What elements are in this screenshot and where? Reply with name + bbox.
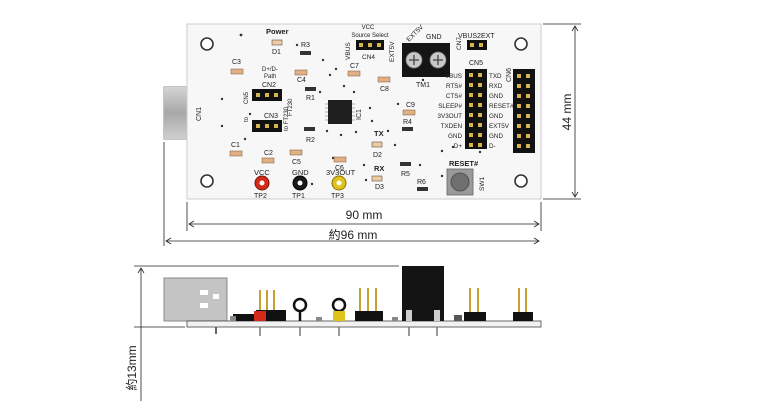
- label-c2: C2: [264, 150, 273, 157]
- pcb-top: [186, 23, 542, 200]
- label-ft230: FT230: [288, 98, 294, 116]
- label-rx: RX: [374, 164, 384, 173]
- side-view: 約13mm: [124, 265, 542, 401]
- label-cn3: CN3: [264, 113, 278, 120]
- label-cn2: CN2: [262, 82, 276, 89]
- cn5-left-pin: VBUS: [445, 73, 462, 80]
- label-power: Power: [266, 27, 289, 36]
- label-cn6: CN6: [506, 68, 513, 82]
- dimension-height-13: [134, 265, 399, 401]
- label-c4: C4: [297, 77, 306, 84]
- side-smd: [230, 316, 398, 321]
- label-d3: D3: [375, 184, 384, 191]
- label-c3: C3: [232, 59, 241, 66]
- label-vcc-source-2: Source Select: [351, 33, 389, 39]
- side-tm1: [402, 266, 444, 336]
- dimension-width-90: [186, 202, 542, 231]
- label-vbus: VBUS: [345, 42, 352, 60]
- cn5-right-pin: RXD: [489, 83, 503, 90]
- label-r4: R4: [403, 119, 412, 126]
- cn5-right-pin: TXD: [489, 73, 502, 80]
- label-c5: C5: [292, 159, 301, 166]
- label-cn1: CN1: [196, 107, 203, 121]
- cn5-left-pin: GND: [448, 133, 462, 140]
- label-cn5-side: CN5: [244, 91, 250, 104]
- label-3v3out-tp: 3V3OUT: [326, 168, 356, 177]
- side-cn6: [513, 288, 533, 321]
- side-cn7: [454, 288, 486, 321]
- cn5-left-pin: 3V3OUT: [438, 113, 463, 120]
- side-pcb: [186, 320, 542, 328]
- cn5-pin-labels: VBUS RTS# CTS# SLEEP# 3V3OUT TXDEN GND D…: [438, 73, 514, 150]
- dimension-height-44: [543, 23, 581, 200]
- label-gnd-top: GND: [426, 34, 442, 41]
- cn5-right-pin: GND: [489, 133, 503, 140]
- cn5-left-pin: D+: [454, 143, 463, 150]
- label-tp1: TP1: [292, 193, 305, 200]
- dimension-height-13-label: 約13mm: [124, 345, 139, 390]
- label-c6: C6: [335, 165, 344, 172]
- cn5-left-pin: SLEEP#: [438, 103, 462, 110]
- side-cn4: [355, 288, 383, 321]
- label-c9: C9: [406, 102, 415, 109]
- label-c1: C1: [231, 142, 240, 149]
- cn5-right-pin: EXT5V: [489, 123, 510, 130]
- label-r6: R6: [417, 179, 426, 186]
- top-view: Power D1 R3 VCC Source Select VBUS CN4 E…: [163, 23, 581, 246]
- label-c8: C8: [380, 86, 389, 93]
- dimension-width-96: [163, 142, 540, 246]
- label-vcc-tp: VCC: [254, 168, 270, 177]
- sw1-reset-button: [446, 168, 474, 196]
- label-sw1: SW1: [479, 177, 486, 191]
- dimension-height-44-label: 44 mm: [560, 94, 574, 131]
- cn5-right-pin: GND: [489, 93, 503, 100]
- label-r5: R5: [401, 171, 410, 178]
- label-d1: D1: [272, 49, 281, 56]
- cn6-header: [513, 69, 535, 153]
- cn5-left-pin: CTS#: [446, 93, 463, 100]
- label-cn4: CN4: [362, 54, 375, 61]
- label-tm1: TM1: [416, 82, 430, 89]
- smd-components: [229, 39, 428, 191]
- label-dp-dm-path-1: D+/D-: [262, 67, 278, 73]
- cn5-right-pin: GND: [489, 113, 503, 120]
- label-r1: R1: [306, 95, 315, 102]
- label-tx: TX: [374, 129, 384, 138]
- cn5-left-pin: TXDEN: [441, 123, 463, 130]
- label-cn7: CN7: [456, 37, 463, 50]
- mounting-holes: [200, 37, 528, 188]
- label-tp3: TP3: [331, 193, 344, 200]
- label-reset: RESET#: [449, 159, 479, 168]
- dimension-width-90-label: 90 mm: [346, 208, 383, 222]
- label-cn5: CN5: [469, 60, 483, 67]
- side-tp3: [331, 297, 347, 336]
- side-tp1: [292, 297, 308, 336]
- label-vcc-source-1: VCC: [362, 25, 375, 31]
- label-vbus2ext: VBUS2EXT: [458, 33, 495, 40]
- label-to-side: to: [244, 116, 250, 122]
- label-ic1: IC1: [356, 109, 363, 120]
- ic1-chip: [328, 100, 352, 124]
- label-c7: C7: [350, 63, 359, 70]
- label-to-ft230: to FT230: [284, 106, 290, 131]
- side-tp2: [254, 311, 266, 336]
- test-points: [254, 175, 347, 191]
- vias: [220, 33, 482, 186]
- cn5-left-pin: RTS#: [446, 83, 462, 90]
- label-tp2: TP2: [254, 193, 267, 200]
- label-r2: R2: [306, 137, 315, 144]
- label-d2: D2: [373, 152, 382, 159]
- cn7-header: [467, 40, 487, 50]
- cn5-header: [465, 69, 487, 149]
- cn5-right-pin: D-: [489, 143, 496, 150]
- label-dp-dm-path-2: Path: [264, 74, 276, 80]
- label-ext5v-side: EXT5V: [389, 41, 396, 62]
- cn5-right-pin: RESET#: [489, 103, 514, 110]
- dimension-width-96-label: 約96 mm: [329, 227, 378, 242]
- side-usb-connector: [163, 277, 228, 322]
- label-r3: R3: [301, 42, 310, 49]
- label-gnd-tp: GND: [292, 168, 309, 177]
